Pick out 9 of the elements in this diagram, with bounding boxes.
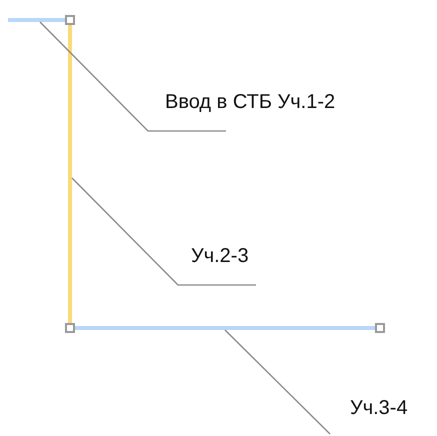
pipe-label: Уч.2-3 [178, 244, 278, 285]
pipe-segment [75, 326, 375, 330]
pipe-label: Ввод в СТБ Уч.1-2 [148, 90, 428, 131]
leader-line [224, 330, 330, 434]
pipe-label: Уч.3-4 [330, 396, 435, 434]
pipe-segment [68, 25, 72, 323]
pipe-segment [8, 18, 65, 22]
leader-line [40, 22, 226, 132]
leader-line [72, 178, 256, 286]
